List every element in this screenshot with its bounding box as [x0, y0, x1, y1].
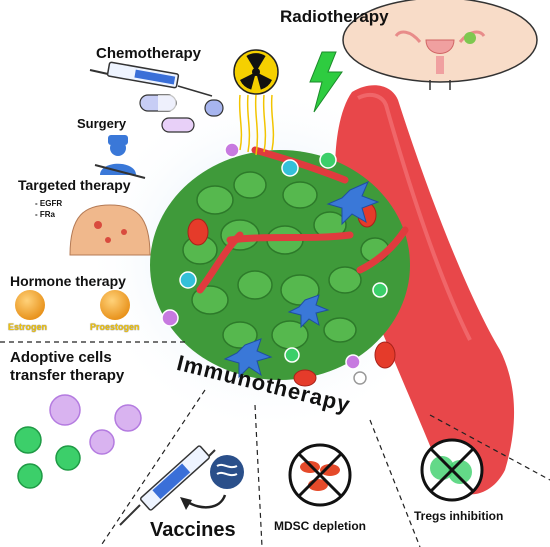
label-radiotherapy: Radiotherapy — [280, 7, 389, 26]
virus-icon — [210, 455, 244, 489]
radiation-rays — [238, 94, 275, 156]
pills-icon — [139, 94, 224, 133]
label-targeted-therapy: Targeted therapy — [18, 177, 131, 193]
syringe-icon — [89, 61, 213, 97]
label-chemotherapy: Chemotherapy — [96, 45, 202, 62]
estrogen-ball — [15, 290, 45, 320]
vessel-highlight — [357, 92, 472, 341]
label-tregs-inhibition: Tregs inhibition — [414, 509, 504, 523]
label-target-fra: - FRa — [35, 210, 55, 219]
radiation-icon — [233, 49, 279, 95]
label-proestogen: Proestogen — [90, 322, 140, 332]
red-cells — [187, 202, 396, 387]
adoptive-cells — [14, 394, 142, 489]
label-target-egfr: - EGFR — [35, 199, 63, 208]
dashed-separators — [0, 341, 550, 547]
blood-vessel — [335, 85, 515, 495]
lightning-icon — [309, 51, 343, 113]
tregs-no-symbol-icon — [420, 438, 484, 502]
label-vaccines: Vaccines — [150, 519, 236, 541]
uterus-icon — [342, 0, 538, 90]
label-estrogen: Estrogen — [8, 322, 48, 332]
label-hormone-therapy: Hormone therapy — [10, 273, 126, 289]
proestogen-ball — [100, 290, 130, 320]
vaccine-arrow — [187, 494, 227, 509]
vaccine-syringe-icon — [119, 445, 216, 526]
vaccine-arrow-head — [180, 497, 192, 510]
label-adoptive-line2: transfer therapy — [10, 367, 125, 384]
surgeon-icon — [94, 135, 146, 179]
dendritic-cells — [223, 181, 380, 379]
label-adoptive-line1: Adoptive cells — [10, 349, 112, 366]
mdsc-no-symbol-icon — [288, 443, 352, 507]
torso-icon — [69, 204, 151, 256]
tumor-vessels — [196, 146, 409, 294]
label-mdsc-depletion: MDSC depletion — [274, 519, 366, 533]
immune-cells — [161, 142, 388, 385]
label-surgery: Surgery — [77, 116, 127, 131]
